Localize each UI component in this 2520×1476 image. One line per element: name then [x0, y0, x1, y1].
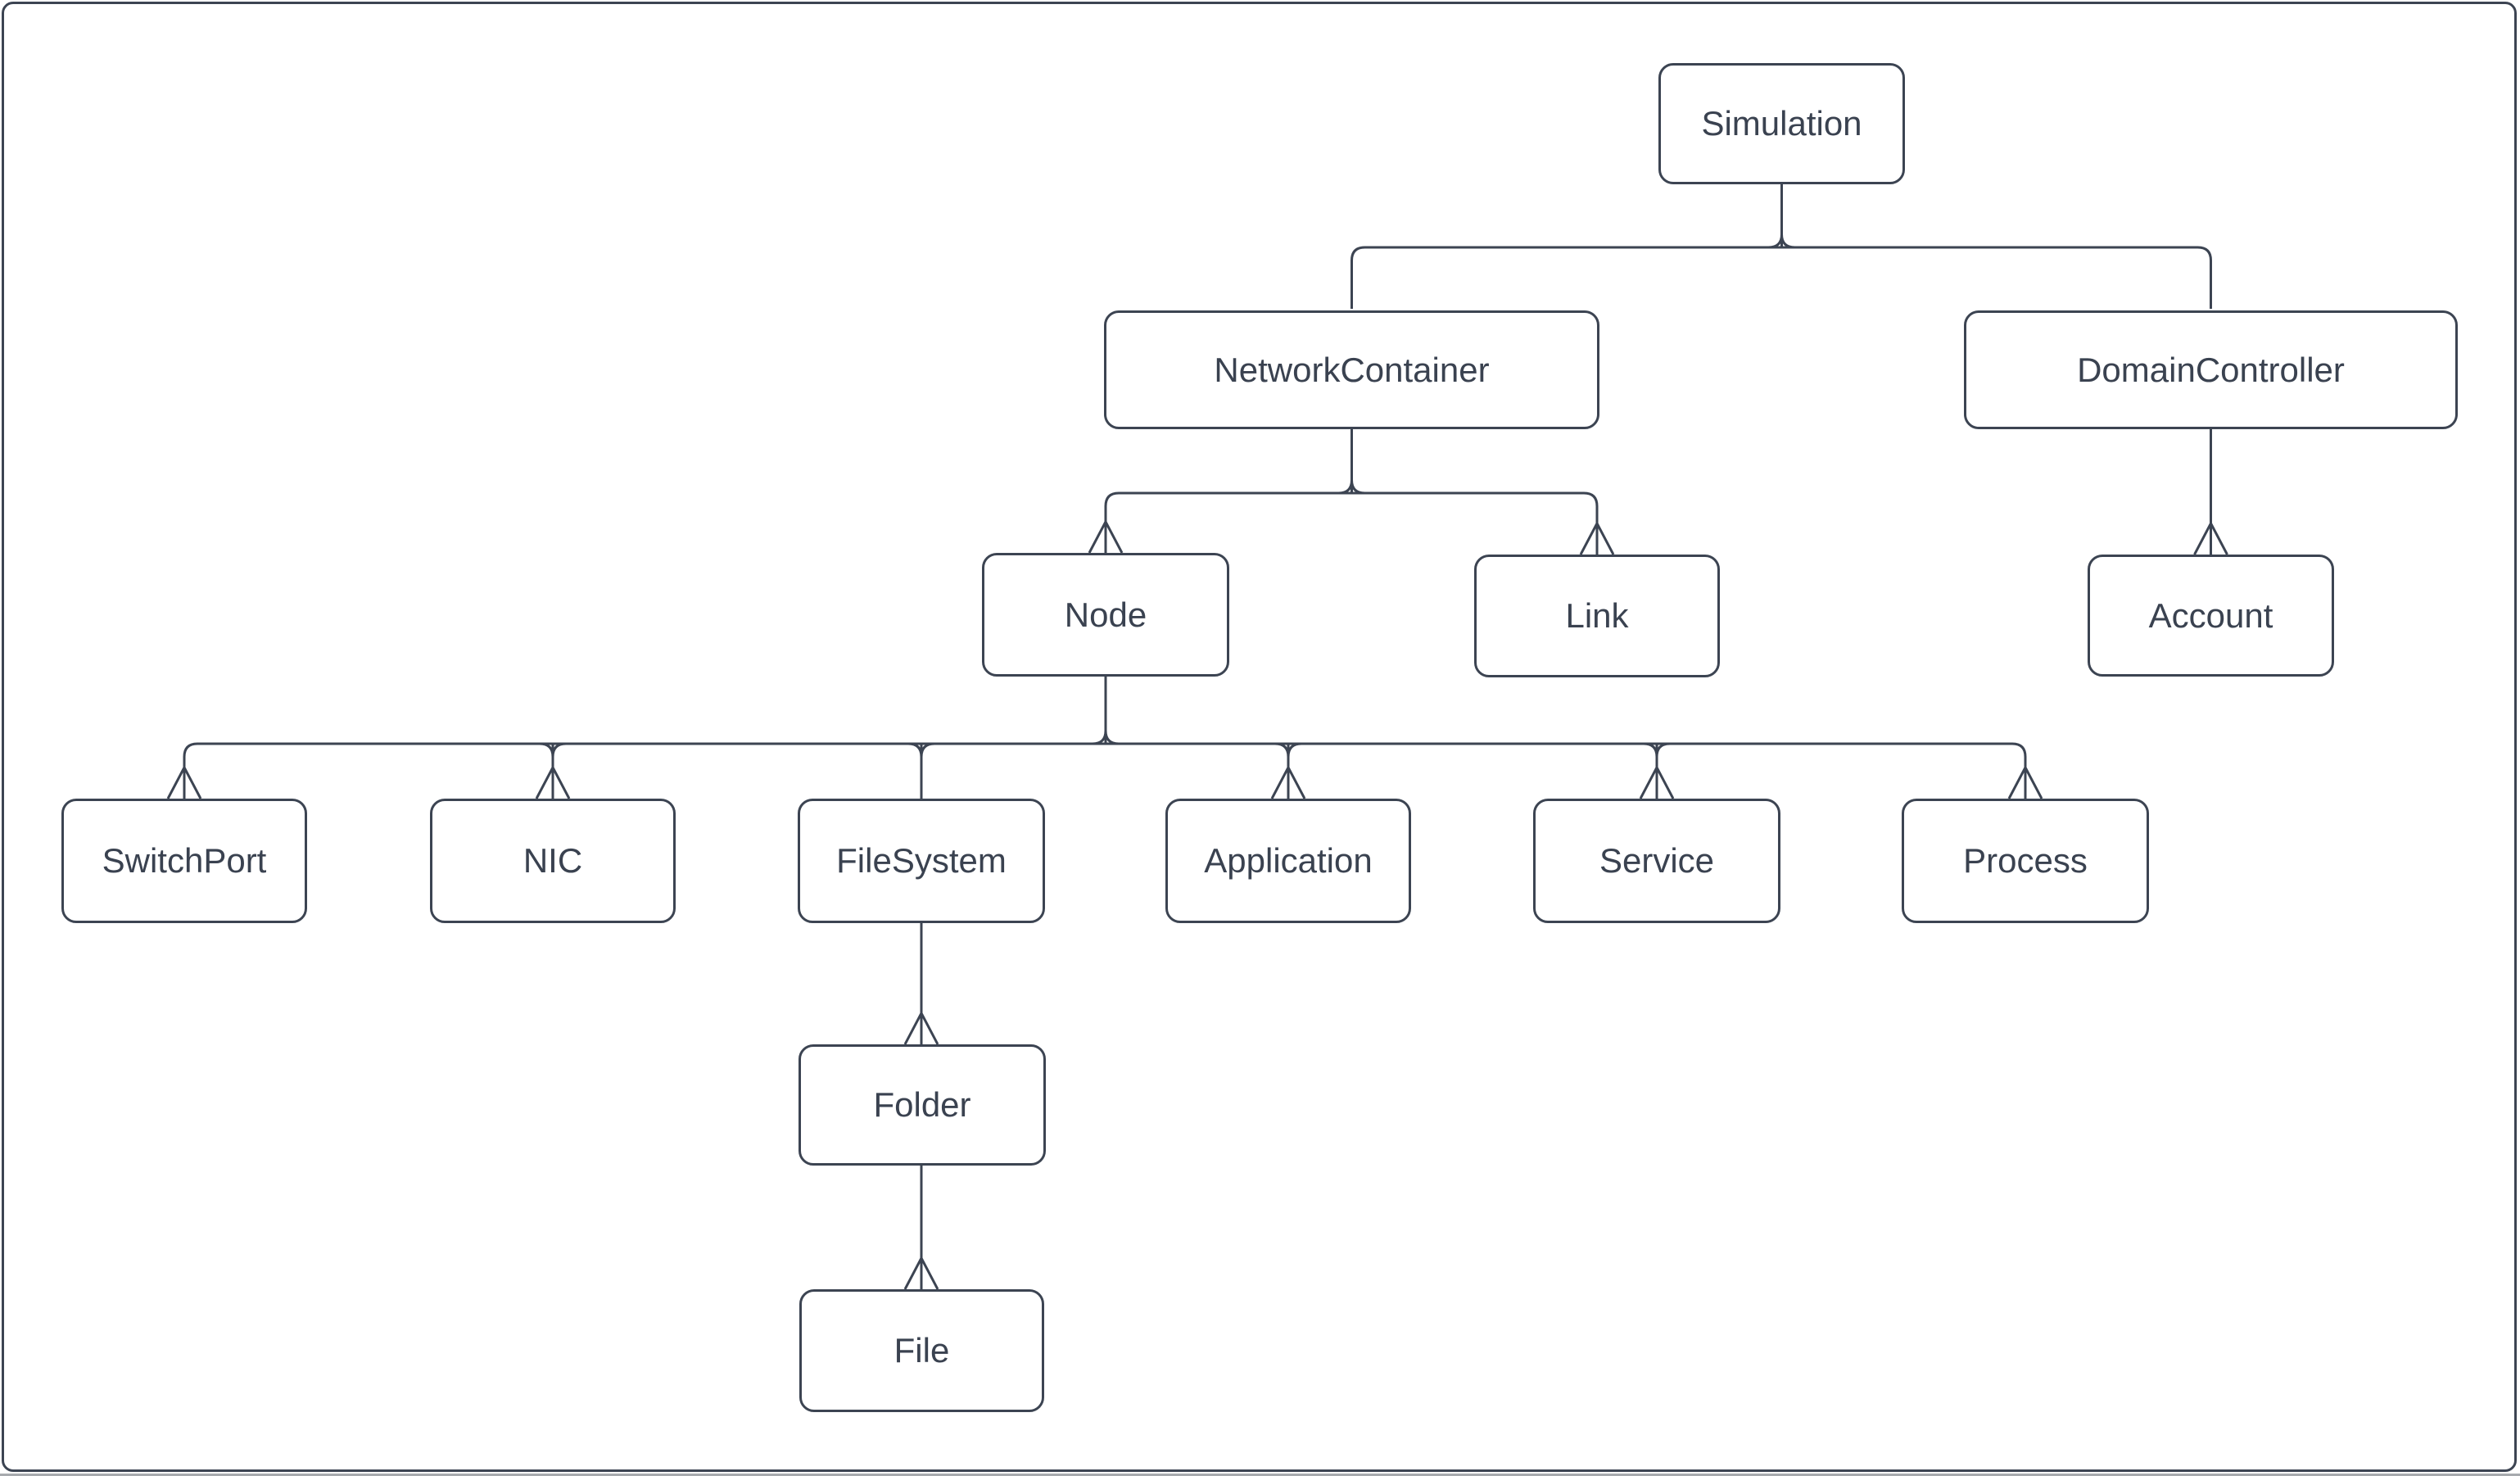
node-simulation-label: Simulation	[1701, 104, 1862, 143]
open-arrowhead-process	[2007, 764, 2043, 799]
node-networkcontainer-label: NetworkContainer	[1214, 350, 1490, 389]
node-link[interactable]: Link	[1474, 555, 1720, 677]
edge-drop-service	[1643, 742, 1671, 799]
edge-drop-application	[1274, 742, 1302, 799]
open-arrowhead-nic	[535, 764, 571, 799]
node-folder[interactable]: Folder	[799, 1044, 1046, 1166]
node-service[interactable]: Service	[1533, 799, 1780, 923]
edge-networkcontainer-drop	[1338, 429, 1365, 495]
node-folder-label: Folder	[873, 1085, 971, 1124]
open-arrowhead-file	[903, 1255, 939, 1290]
open-arrowhead-account	[2193, 520, 2228, 555]
node-process[interactable]: Process	[1902, 799, 2149, 923]
edge-node-drop	[1092, 677, 1120, 745]
node-nic[interactable]: NIC	[430, 799, 676, 923]
open-arrowhead-folder	[903, 1010, 939, 1045]
node-switchport[interactable]: SwitchPort	[61, 799, 307, 923]
edge-drop-nic	[539, 742, 567, 799]
node-nic-label: NIC	[523, 841, 583, 880]
node-file[interactable]: File	[799, 1289, 1044, 1412]
edge-bus-simulation-children	[1350, 246, 2212, 309]
node-filesystem-label: FileSystem	[836, 841, 1007, 880]
open-arrowhead-switchport	[166, 764, 202, 799]
node-node-label: Node	[1064, 595, 1147, 634]
node-filesystem[interactable]: FileSystem	[798, 799, 1045, 923]
node-application[interactable]: Application	[1165, 799, 1411, 923]
node-domaincontroller[interactable]: DomainController	[1964, 310, 2458, 429]
open-arrowhead-node	[1088, 518, 1124, 554]
node-file-label: File	[894, 1331, 950, 1370]
open-arrowhead-application	[1270, 764, 1306, 799]
node-service-label: Service	[1599, 841, 1715, 880]
node-account-label: Account	[2148, 595, 2273, 635]
node-domaincontroller-label: DomainController	[2077, 350, 2345, 389]
edge-bus-node-children	[183, 742, 2027, 799]
node-application-label: Application	[1204, 841, 1373, 880]
node-account[interactable]: Account	[2088, 555, 2334, 677]
open-arrowhead-link	[1579, 520, 1615, 555]
edge-bus-networkcontainer-children	[1104, 491, 1599, 555]
node-process-label: Process	[1963, 841, 2088, 880]
open-arrowhead-service	[1639, 764, 1675, 799]
node-node[interactable]: Node	[982, 553, 1229, 677]
node-simulation[interactable]: Simulation	[1658, 63, 1905, 184]
node-switchport-label: SwitchPort	[102, 841, 267, 880]
node-networkcontainer[interactable]: NetworkContainer	[1104, 310, 1599, 429]
edge-simulation-drop	[1768, 184, 1795, 249]
node-link-label: Link	[1565, 596, 1629, 635]
edge-drop-filesystem	[907, 742, 935, 799]
page-bottom-edge	[0, 1474, 2520, 1476]
